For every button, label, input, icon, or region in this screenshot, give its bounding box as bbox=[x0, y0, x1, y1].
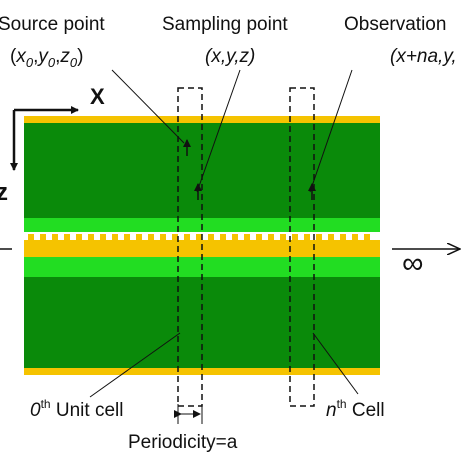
grating-tooth bbox=[232, 234, 238, 241]
grating-tooth bbox=[148, 234, 154, 241]
grating-tooth bbox=[172, 234, 178, 241]
grating-tooth bbox=[268, 234, 274, 241]
observation-coords: (x+na,y, bbox=[390, 46, 457, 67]
grating-tooth bbox=[184, 234, 190, 241]
sampling-point-coords: (x,y,z) bbox=[205, 46, 255, 67]
source-leader-line bbox=[111, 69, 185, 144]
grating-tooth bbox=[28, 234, 34, 241]
grating-tooth bbox=[196, 234, 202, 241]
unit-cell-label: 0th Unit cell bbox=[30, 397, 123, 421]
unit-cell-0-box bbox=[177, 87, 203, 407]
observation-leader-line bbox=[309, 69, 353, 193]
grating-tooth bbox=[112, 234, 118, 241]
nth-cell-label: nth Cell bbox=[326, 397, 385, 421]
bottom-metal-strip bbox=[24, 368, 380, 375]
grating-tooth bbox=[256, 234, 262, 241]
source-point-coords: (x0,y0,z0) bbox=[10, 46, 83, 70]
grating-tooth bbox=[280, 234, 286, 241]
grating-tooth bbox=[364, 234, 370, 241]
grating-tooth bbox=[340, 234, 346, 241]
nth-cell-leader-line bbox=[312, 332, 359, 395]
grating-tooth bbox=[328, 234, 334, 241]
unit-cell-leader-line bbox=[89, 332, 181, 398]
observation-title: Observation bbox=[344, 14, 446, 35]
sampling-leader-line bbox=[196, 69, 241, 193]
grating-tooth bbox=[124, 234, 130, 241]
unit-cell-n-box bbox=[289, 87, 315, 407]
z-axis-label: z bbox=[0, 179, 8, 206]
lower-substrate bbox=[24, 277, 380, 368]
grating-tooth bbox=[292, 234, 298, 241]
grating-tooth bbox=[316, 234, 322, 241]
grating-tooth bbox=[88, 234, 94, 241]
periodicity-label: Periodicity=a bbox=[128, 432, 238, 453]
grating-tooth bbox=[160, 234, 166, 241]
sampling-point-title: Sampling point bbox=[162, 14, 288, 35]
grating-tooth bbox=[244, 234, 250, 241]
grating-tooth bbox=[136, 234, 142, 241]
infinity-symbol: ∞ bbox=[402, 247, 423, 280]
grating-tooth bbox=[352, 234, 358, 241]
grating-tooth bbox=[304, 234, 310, 241]
x-axis-label: X bbox=[90, 84, 105, 109]
source-point-title: Source point bbox=[0, 14, 105, 35]
grating-tooth bbox=[64, 234, 70, 241]
grating-tooth bbox=[100, 234, 106, 241]
grating-tooth bbox=[76, 234, 82, 241]
grating-tooth bbox=[40, 234, 46, 241]
grating-tooth bbox=[52, 234, 58, 241]
grating-tooth bbox=[208, 234, 214, 241]
grating-tooth bbox=[220, 234, 226, 241]
